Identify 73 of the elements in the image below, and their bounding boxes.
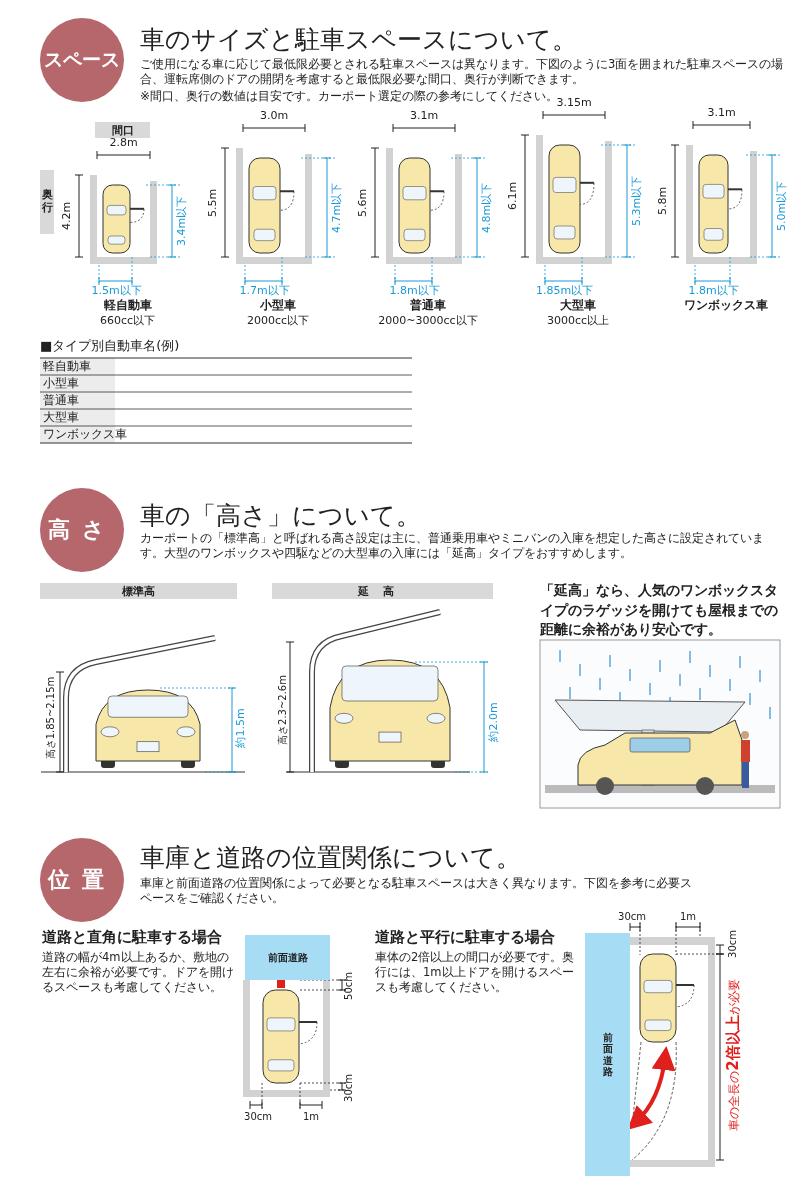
description-text: ご使用になる車に応じて最低限必要とされる駐車スペースは異なります。下図のように3面を囲まれた駐車スペースの場合、運転席側のドアの開閉を考慮すると最低限必要な間口、奥行が判断できます。 xyxy=(140,57,785,87)
section-title: 車の「高さ」について。 xyxy=(140,500,421,532)
car-type-label: 軽自動車 xyxy=(103,298,152,314)
road-label: 前面道路 xyxy=(267,950,308,965)
dimension-label: 4.2m xyxy=(59,201,74,231)
road-label: 前面道路 xyxy=(602,1031,613,1078)
header-bar xyxy=(95,122,150,138)
section-title: 車庫と道路の位置関係について。 xyxy=(140,842,521,874)
dimension-label: 3.1m xyxy=(409,108,439,124)
row-header: 軽自動車 xyxy=(43,359,91,374)
dimension-label: 5.0m以下 xyxy=(774,180,789,232)
dimension-label: 1m xyxy=(302,1109,320,1123)
header-bar xyxy=(40,583,237,599)
displacement-label: 660cc以下 xyxy=(99,313,156,329)
row-header: ワンボックス車 xyxy=(43,427,127,442)
dimension-label: 5.5m xyxy=(205,188,220,217)
callout-text: 「延高」なら、人気のワンボックスタイプのラゲッジを開けても屋根までの距離に余裕があり安心です。 xyxy=(540,581,779,640)
dimension-label: 3.15m xyxy=(556,95,592,111)
row-header: 小型車 xyxy=(43,376,79,391)
dimension-label: 6.1m xyxy=(505,181,520,211)
header-text: 奥行 xyxy=(41,189,53,215)
road-area xyxy=(245,935,330,980)
displacement-label: 2000~3000cc以下 xyxy=(378,313,478,329)
section-title: 車のサイズと駐車スペースについて。 xyxy=(140,24,577,56)
dimension-label: 2.8m xyxy=(109,135,138,151)
case-description: 車体の2倍以上の間口が必要です。奥行には、1m以上ドアを開けるスペースも考慮してください。 xyxy=(375,950,576,995)
case-heading: 道路と平行に駐車する場合 xyxy=(375,928,555,948)
row-header: 大型車 xyxy=(43,410,79,425)
badge-text: スペース xyxy=(44,47,120,72)
dimension-label: 車の全長の2倍以上が必要 xyxy=(724,979,744,1131)
header-bar xyxy=(272,583,493,599)
header-text: 延高 xyxy=(357,583,408,599)
dimension-label: 4.7m以下 xyxy=(329,182,344,233)
dimension-label: 30cm xyxy=(725,930,739,958)
dimension-label: 5.8m xyxy=(655,186,670,216)
case-description: 道路の幅が4m以上あるか、敷地の左右に余裕が必要です。ドアを開けるスペースも考慮してください。 xyxy=(42,950,235,995)
dimension-label: 30cm xyxy=(244,1109,272,1123)
car-type-label: 大型車 xyxy=(560,298,596,314)
badge-text: 高さ xyxy=(47,516,117,544)
row-header: 普通車 xyxy=(43,393,79,408)
road-area xyxy=(585,933,630,1176)
dimension-label: 1.85m以下 xyxy=(535,283,594,299)
dimension-label: 30cm xyxy=(341,1074,355,1102)
car-type-label: ワンボックス車 xyxy=(683,298,768,314)
dimension-label: 1.8m以下 xyxy=(688,283,739,299)
table-title: ■タイプ別自動車名(例) xyxy=(40,338,180,355)
dimension-label: 高さ1.85~2.15m xyxy=(43,676,57,760)
header-text: 間口 xyxy=(111,122,134,138)
displacement-label: 3000cc以上 xyxy=(546,313,610,329)
dimension-label: 1m xyxy=(679,909,697,923)
dimension-label: 3.0m xyxy=(259,108,289,124)
car-type-label: 普通車 xyxy=(410,298,446,314)
badge-text: 位置 xyxy=(48,866,116,894)
description-text: 車庫と前面道路の位置関係によって必要となる駐車スペースは大きく異なります。下図を参考に必要スペースをご確認ください。 xyxy=(140,876,693,906)
case-heading: 道路と直角に駐車する場合 xyxy=(42,928,222,948)
displacement-label: 2000cc以下 xyxy=(246,313,310,329)
dimension-label: 1.5m以下 xyxy=(91,283,142,299)
car-type-label: 小型車 xyxy=(260,298,296,314)
dimension-label: 約1.5m xyxy=(233,708,248,748)
dimension-label: 30cm xyxy=(618,909,646,923)
dimension-label: 5.6m xyxy=(355,188,370,217)
dimension-label: 5.3m以下 xyxy=(629,175,644,227)
header-bar xyxy=(40,170,54,234)
header-text: 標準高 xyxy=(122,583,155,599)
dimension-label: 約2.0m xyxy=(486,702,501,742)
description-text: カーポートの「標準高」と呼ばれる高さ設定は主に、普通乗用車やミニバンの入庫を想定した高さに設定されています。大型のワンボックスや四駆などの大型車の入庫には「延高」タイプをおすすめします。 xyxy=(140,531,765,561)
dimension-label: 50cm xyxy=(341,972,355,1000)
dimension-label: 1.8m以下 xyxy=(389,283,440,298)
dimension-label: 1.7m以下 xyxy=(239,283,290,299)
dimension-label: 4.8m以下 xyxy=(479,182,494,233)
dimension-label: 3.1m xyxy=(707,105,736,121)
dimension-label: 3.4m以下 xyxy=(174,195,189,247)
dimension-label: 高さ2.3~2.6m xyxy=(275,675,289,745)
